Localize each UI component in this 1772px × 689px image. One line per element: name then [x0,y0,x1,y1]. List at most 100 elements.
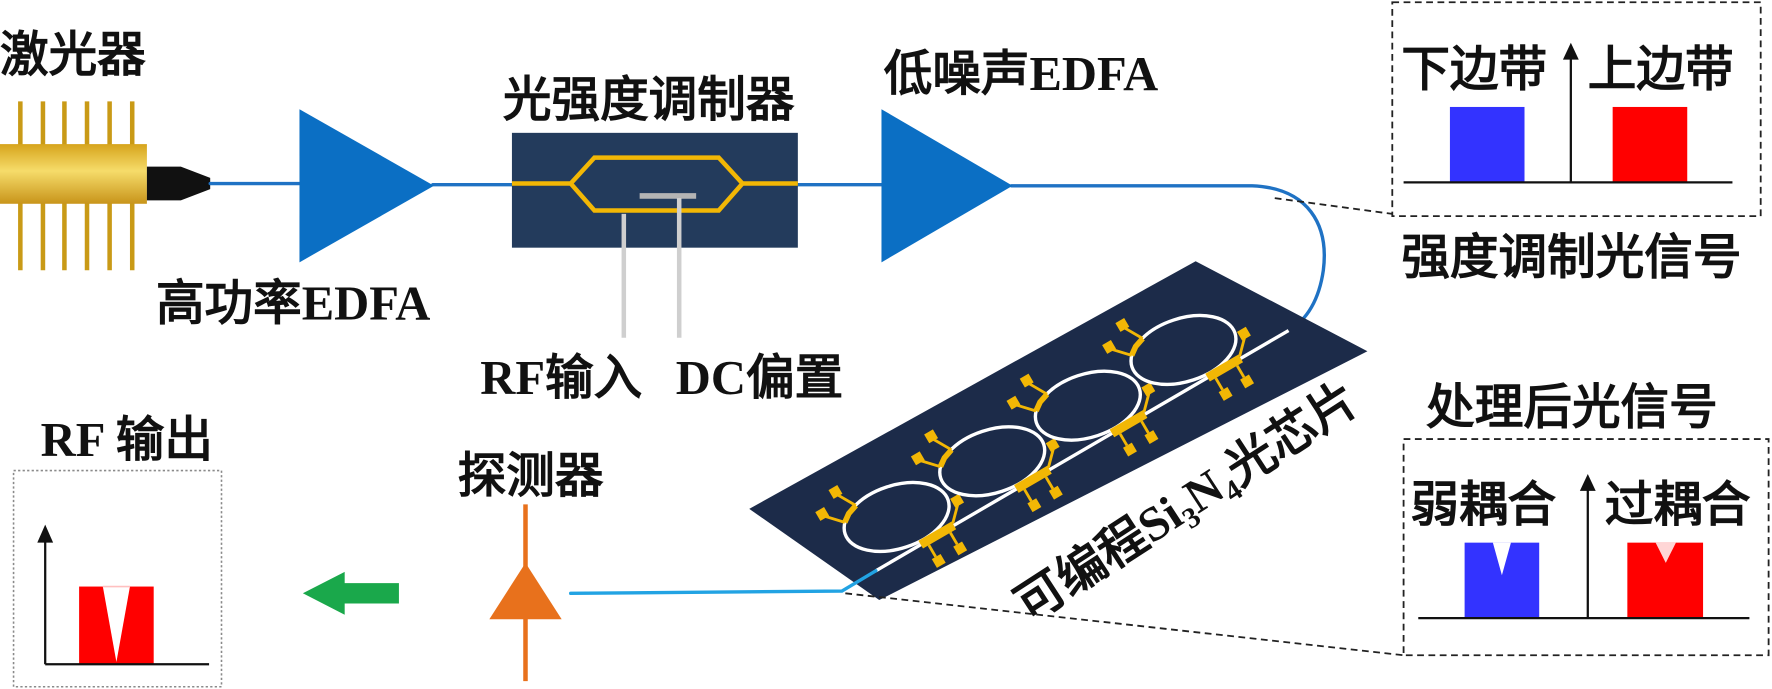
mach-zehnder-modulator-icon [511,132,798,338]
rf-output-axis-arrow-head-icon [37,524,54,543]
coupler-heater-lead [1044,476,1054,490]
dc-bias-label: DC偏置 [676,351,843,405]
mach-zehnder-waveguide [511,155,798,213]
ring-heater [937,447,954,468]
rf-output-frame [12,469,223,688]
processed-spectrum-frame [1402,438,1770,657]
coupler-heater-lead [927,544,937,558]
processed-spectrum-caption: 处理后光信号 [1426,380,1718,434]
weak-coupling-notch [1492,542,1511,576]
ring-resonator-unit [1102,313,1255,401]
laser-diode-icon [0,101,211,271]
coupler-heater-lead [1047,448,1055,469]
ring-heater-lead [1028,382,1048,396]
ring-heater [1129,336,1145,357]
ring-heater-pad [1115,318,1130,332]
inset-connector-top [1274,197,1393,215]
low-noise-edfa-label: 低噪声EDFA [884,47,1158,101]
microring [1033,369,1143,442]
lower-sideband-bar [1449,106,1525,183]
rf-input-label: RF输入 [480,351,642,405]
coupler-heater-lead [1140,420,1150,434]
upper-sideband-label: 上边带 [1588,44,1734,97]
ring-resonator-unit [815,480,968,568]
over-coupling-notch [1655,542,1676,563]
ring-heater-pad [1006,395,1021,410]
coupler-heater-pad [931,553,946,568]
low-noise-edfa-icon [881,109,1013,263]
coupler-heater-lead [1142,393,1151,413]
rf-output-inset [12,469,223,688]
carrier-arrow-head-icon [1562,42,1579,60]
coupler-heater-lead [1118,433,1129,447]
modulator-label: 光强度调制器 [503,73,795,127]
coupler-heater [1014,465,1052,493]
ring-heater [1033,392,1050,413]
ring-resonator-unit [1006,369,1159,457]
ring-heater-pad [1019,373,1034,388]
coupler-heater [1109,410,1148,438]
laser-body [0,144,147,204]
chip-waveguide-layer [815,313,1290,573]
ring-heater-pad [1102,340,1117,354]
coupler-heater-lead [949,531,959,546]
modulated-spectrum-caption: 强度调制光信号 [1401,231,1741,285]
ring-heater [842,503,858,524]
coupler-heater-pad [1045,438,1060,452]
over-coupling-label: 过耦合 [1605,478,1751,532]
laser-label: 激光器 [0,28,146,82]
microring-chip-icon [749,261,1368,601]
coupler-heater-pad [953,541,968,556]
left-arrow-icon [302,571,399,615]
coupler-heater-lead [951,504,959,524]
microring [938,425,1047,498]
lower-sideband-label: 下边带 [1401,44,1547,97]
coupler-heater-lead [1023,488,1033,502]
laser-pins-top [18,101,135,147]
fiber-chip-to-detector [569,569,878,595]
modulated-spectrum-inset: 下边带 上边带 [1391,1,1762,218]
laser-fiber-connector [146,166,211,201]
coupler-heater-lead [1238,337,1246,357]
inset-connector-bottom [845,592,1404,657]
ring-heater-lead [1112,348,1133,357]
weak-coupling-label: 弱耦合 [1410,478,1556,532]
coupler-heater [918,521,957,549]
coupler-heater [1205,354,1244,382]
high-power-edfa-icon [299,109,434,263]
coupler-heater-pad [1123,442,1137,457]
coupler-heater-lead [1214,377,1224,391]
modulated-spectrum-frame [1391,1,1762,218]
coupler-heater-lead [1235,364,1246,379]
coupler-heater-pad [1236,326,1251,341]
processed-carrier-arrow-head-icon [1579,473,1596,491]
detector-triangle [489,562,562,620]
coupler-heater-pad [1240,374,1255,389]
processed-spectrum-inset: 弱耦合 过耦合 [1402,438,1770,657]
coupler-heater-pad [1141,382,1156,397]
high-power-edfa-label: 高功率EDFA [156,277,430,331]
ring-heater-pad [828,484,843,499]
rf-output-label: RF 输出 [41,413,213,467]
ring-heater-pad [910,451,925,466]
rf-output-notch [102,586,130,662]
coupler-heater-pad [1048,485,1063,500]
coupler-heater-pad [950,493,965,508]
ring-heater-lead [1016,403,1037,413]
laser-pins-bottom [18,202,135,271]
modulator-body [511,132,798,248]
ring-heater-pad [924,429,939,444]
chip-substrate [749,261,1368,601]
coupler-heater-pad [1027,498,1042,513]
microring [1129,313,1238,387]
ring-heater-lead [825,515,846,524]
ring-heater-pad [815,507,830,521]
ring-heater-lead [932,438,953,452]
ring-heater-lead [837,493,857,507]
photodetector-icon [489,504,562,682]
ring-heater-lead [1124,326,1144,340]
ring-resonator-unit [910,425,1063,513]
upper-sideband-bar [1612,106,1688,183]
coupler-heater-pad [1218,386,1233,401]
